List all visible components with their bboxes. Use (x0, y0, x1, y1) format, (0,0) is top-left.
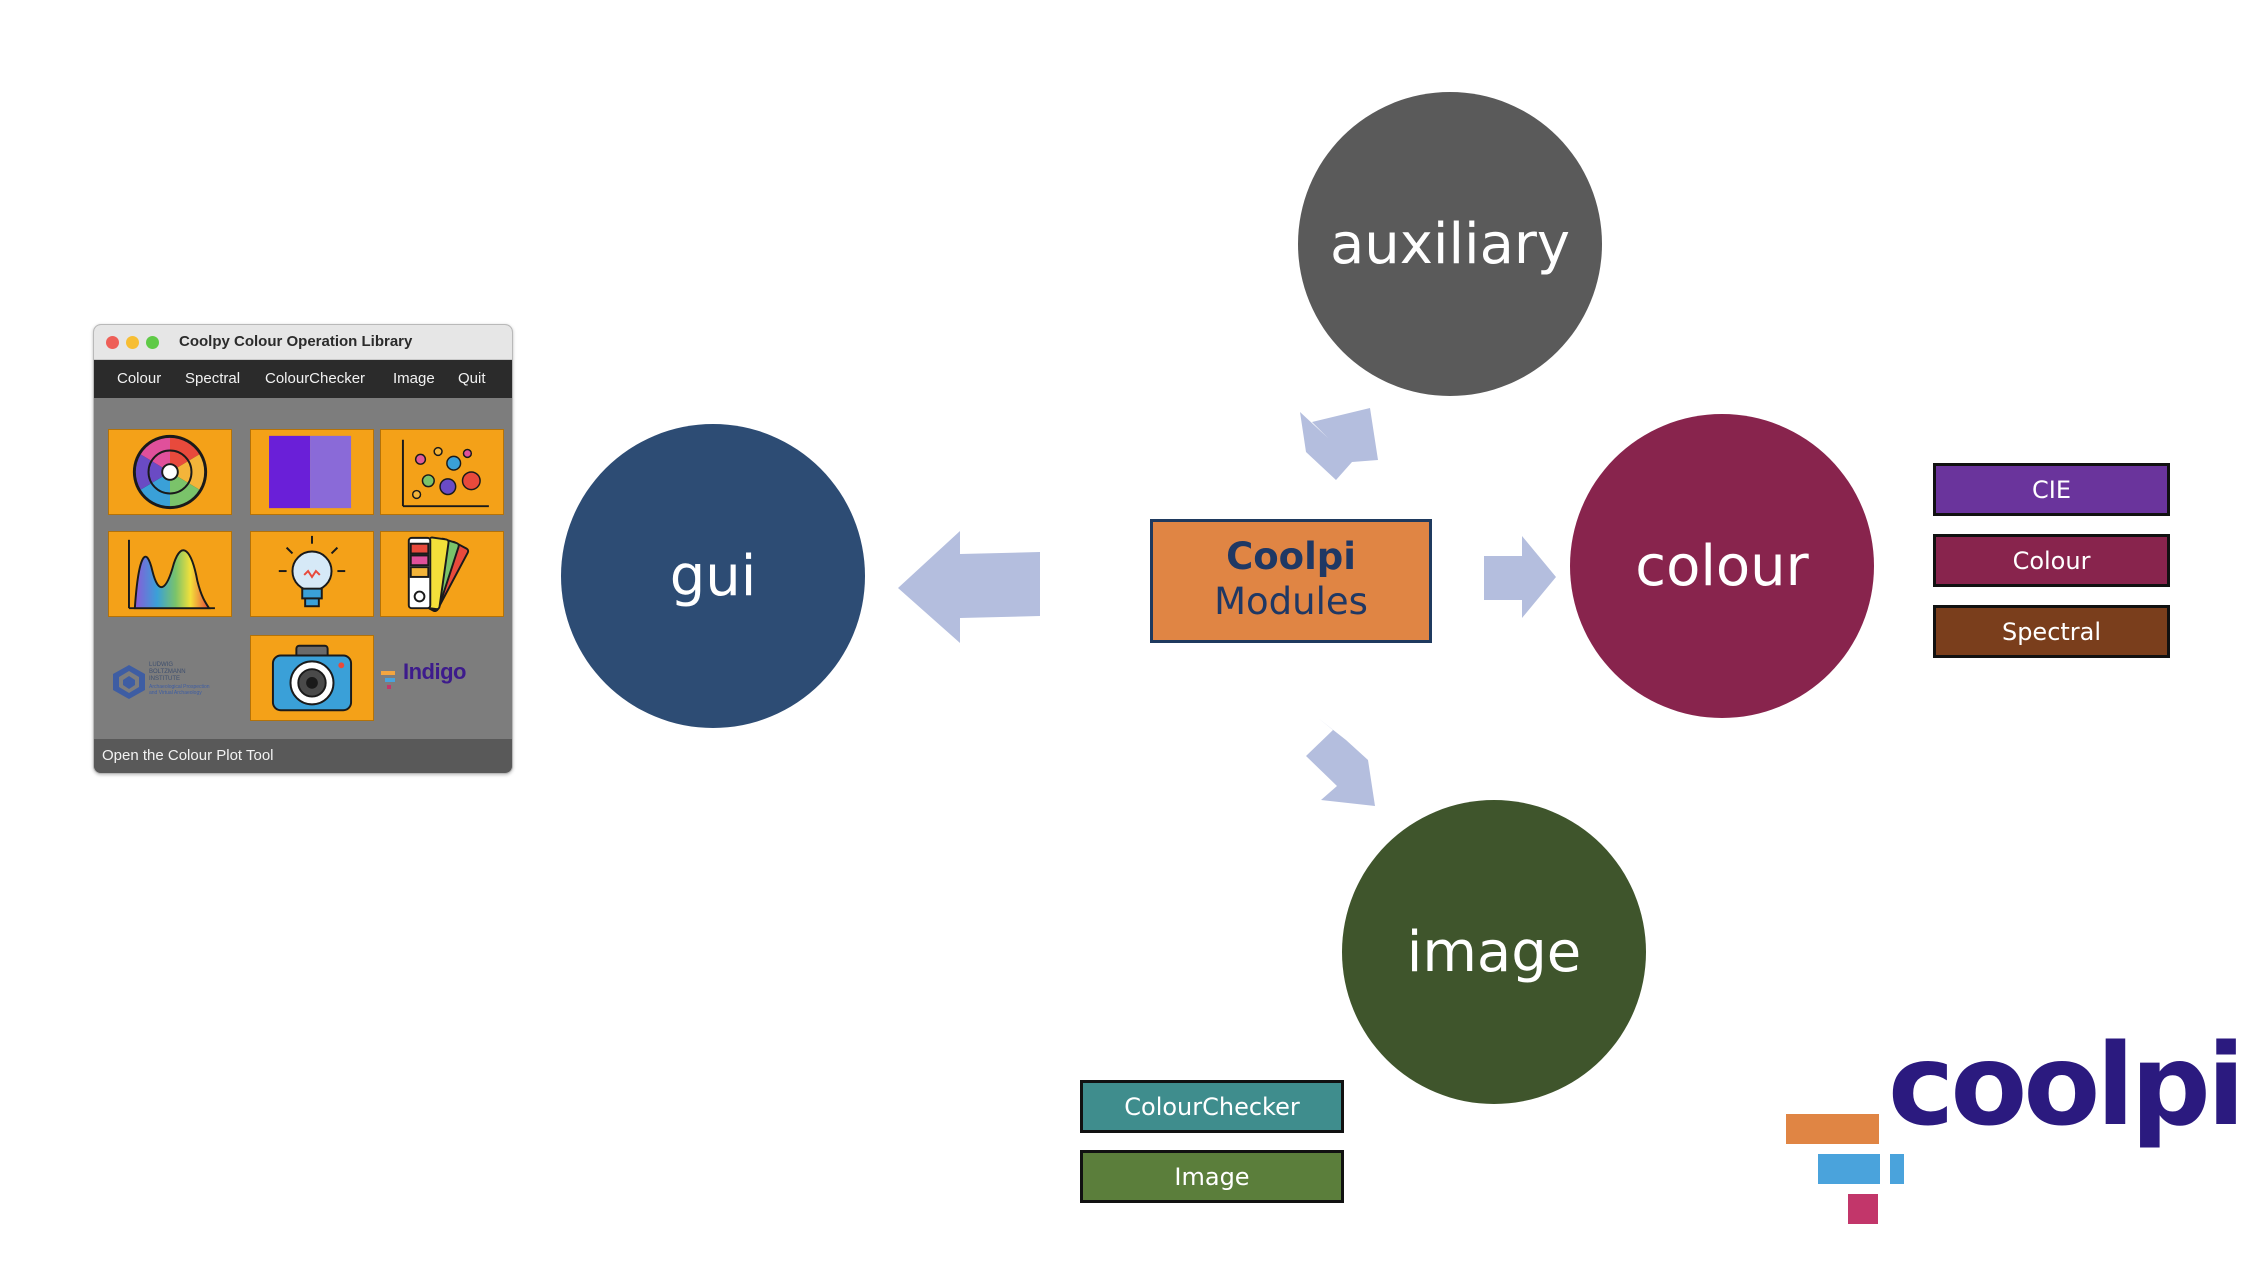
bubble-plot-tile[interactable] (380, 429, 504, 515)
tag-cie: CIE (1933, 463, 2170, 516)
colour-wheel-tile[interactable] (108, 429, 232, 515)
colour-fan-deck-tile[interactable] (380, 531, 504, 617)
menu-colourchecker[interactable]: ColourChecker (265, 370, 366, 387)
minimize-window-button[interactable] (126, 336, 139, 349)
image-module-circle: image (1342, 800, 1646, 1104)
spectrum-plot-icon (128, 539, 215, 610)
tag-colour: Colour (1933, 534, 2170, 587)
logo-bar-orange (1786, 1114, 1879, 1144)
tag-spectral: Spectral (1933, 605, 2170, 658)
colour-module-circle: colour (1570, 414, 1874, 718)
coolpi-modules-box: Coolpi Modules (1150, 519, 1432, 643)
colour-swatch-icon (269, 435, 352, 509)
arrow-to-gui (898, 531, 1040, 643)
tag-colourchecker: ColourChecker (1080, 1080, 1344, 1133)
menu-bar: Colour Spectral ColourChecker Image Quit (94, 360, 512, 398)
lbi-hexagon-icon (113, 665, 145, 699)
logo-bar-pink (1848, 1194, 1878, 1224)
light-bulb-tile[interactable] (250, 531, 374, 617)
arrow-to-auxiliary (1300, 408, 1378, 480)
camera-icon (271, 644, 353, 712)
light-bulb-icon (278, 535, 346, 608)
logo-bar-blue (1818, 1154, 1880, 1184)
camera-tile[interactable] (250, 635, 374, 721)
indigo-logo-text: Indigo (403, 659, 466, 684)
indigo-logo-icon (381, 671, 395, 689)
close-window-button[interactable] (106, 336, 119, 349)
menu-image[interactable]: Image (393, 370, 435, 387)
window-titlebar: Coolpy Colour Operation Library (94, 325, 512, 360)
window-title: Coolpy Colour Operation Library (179, 333, 413, 350)
menu-spectral[interactable]: Spectral (185, 370, 241, 387)
status-bar: Open the Colour Plot Tool (94, 739, 512, 773)
menu-quit[interactable]: Quit (458, 370, 486, 387)
logo-bar-blue-small (1890, 1154, 1904, 1184)
app-window-screenshot: Coolpy Colour Operation Library Colour S… (93, 324, 513, 774)
lbi-logo: LUDWIG BOLTZMANN INSTITUTE Archaeologica… (110, 657, 250, 705)
spectrum-plot-tile[interactable] (108, 531, 232, 617)
core-subtitle: Modules (1214, 580, 1368, 623)
colour-swatch-tile[interactable] (250, 429, 374, 515)
menu-colour[interactable]: Colour (117, 370, 162, 387)
zoom-window-button[interactable] (146, 336, 159, 349)
auxiliary-module-circle: auxiliary (1298, 92, 1602, 396)
arrow-to-image (1306, 718, 1375, 806)
bubble-plot-icon (401, 439, 489, 508)
colour-fan-deck-icon (407, 536, 470, 613)
arrow-to-colour (1484, 536, 1556, 618)
tag-image: Image (1080, 1150, 1344, 1203)
gui-module-circle: gui (561, 424, 865, 728)
lbi-logo-subtitle: Archaeological Prospection and Virtual A… (149, 684, 210, 696)
core-title: Coolpi (1226, 535, 1356, 578)
colour-wheel-icon (132, 434, 208, 510)
coolpi-logo-text: coolpi (1888, 1021, 2245, 1151)
lbi-logo-text: LUDWIG BOLTZMANN INSTITUTE (149, 662, 186, 682)
status-text: Open the Colour Plot Tool (102, 747, 274, 764)
